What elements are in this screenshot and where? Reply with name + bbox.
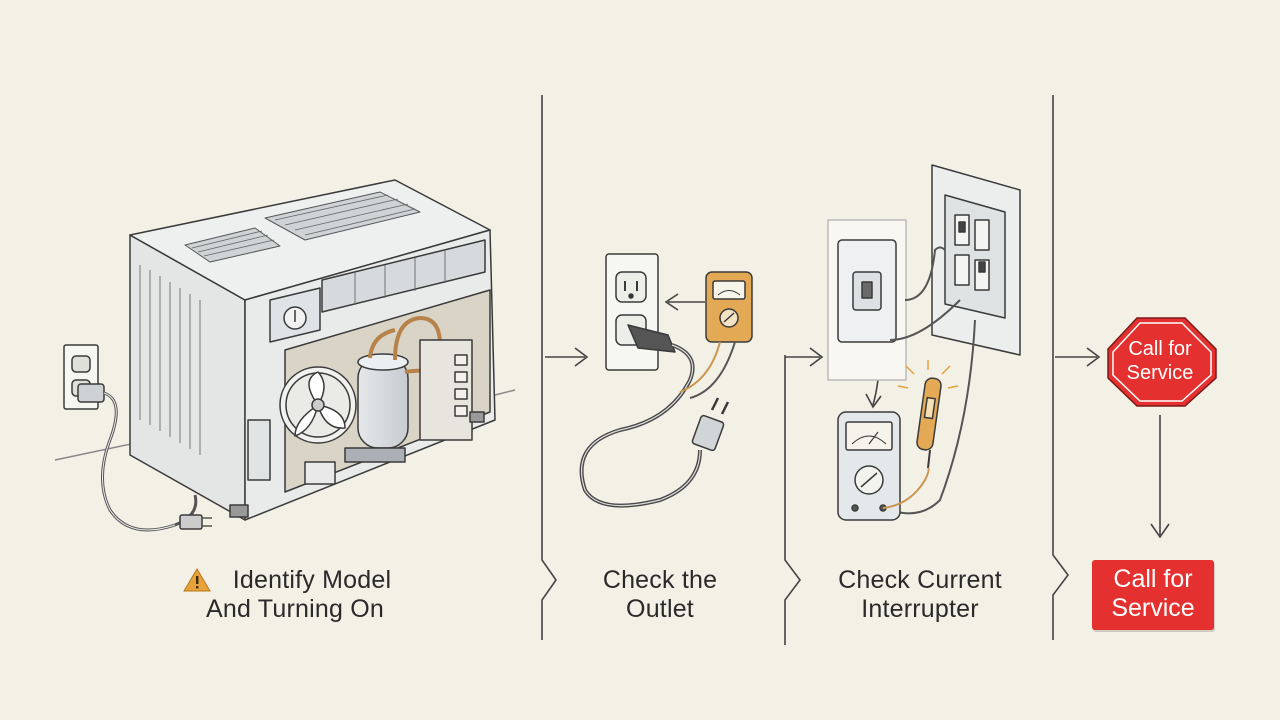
step-3-line2: Interrupter bbox=[861, 595, 979, 623]
stop-sign-line2: Service bbox=[1126, 362, 1194, 384]
panel-dividers bbox=[541, 95, 1069, 645]
step-1-line2: And Turning On bbox=[206, 595, 384, 623]
divider-1 bbox=[541, 95, 557, 640]
step-3-line1: Check Current bbox=[838, 566, 1002, 594]
divider-3 bbox=[1052, 95, 1069, 640]
interrupter-check-illustration bbox=[827, 164, 1021, 521]
step-3-caption: Check Current Interrupter bbox=[800, 566, 1040, 624]
step-2-line2: Outlet bbox=[626, 595, 694, 623]
outlet-check-illustration bbox=[579, 253, 753, 508]
arrow-to-interrupter bbox=[785, 347, 824, 367]
air-conditioner-illustration bbox=[54, 179, 516, 532]
call-for-service-badge: Call for Service bbox=[1092, 560, 1214, 630]
step-2-caption: Check the Outlet bbox=[560, 566, 760, 624]
arrow-to-service bbox=[1055, 347, 1101, 367]
arrow-meter-to-outlet bbox=[664, 293, 705, 311]
stop-sign-label: Call for Service bbox=[1112, 337, 1208, 385]
warning-icon bbox=[183, 568, 211, 592]
arrow-to-outlet bbox=[545, 347, 589, 367]
step-1-caption: Identify Model And Turning On bbox=[150, 566, 440, 624]
stop-sign-line1: Call for bbox=[1128, 338, 1192, 360]
step-2-line1: Check the bbox=[602, 566, 718, 594]
step-4-line1: Call for bbox=[1113, 565, 1193, 593]
arrow-down-to-service bbox=[1150, 415, 1170, 539]
divider-2 bbox=[784, 355, 801, 645]
step-4-line2: Service bbox=[1111, 594, 1195, 622]
step-1-line1: Identify Model bbox=[232, 566, 392, 594]
stop-sign bbox=[1107, 317, 1217, 407]
